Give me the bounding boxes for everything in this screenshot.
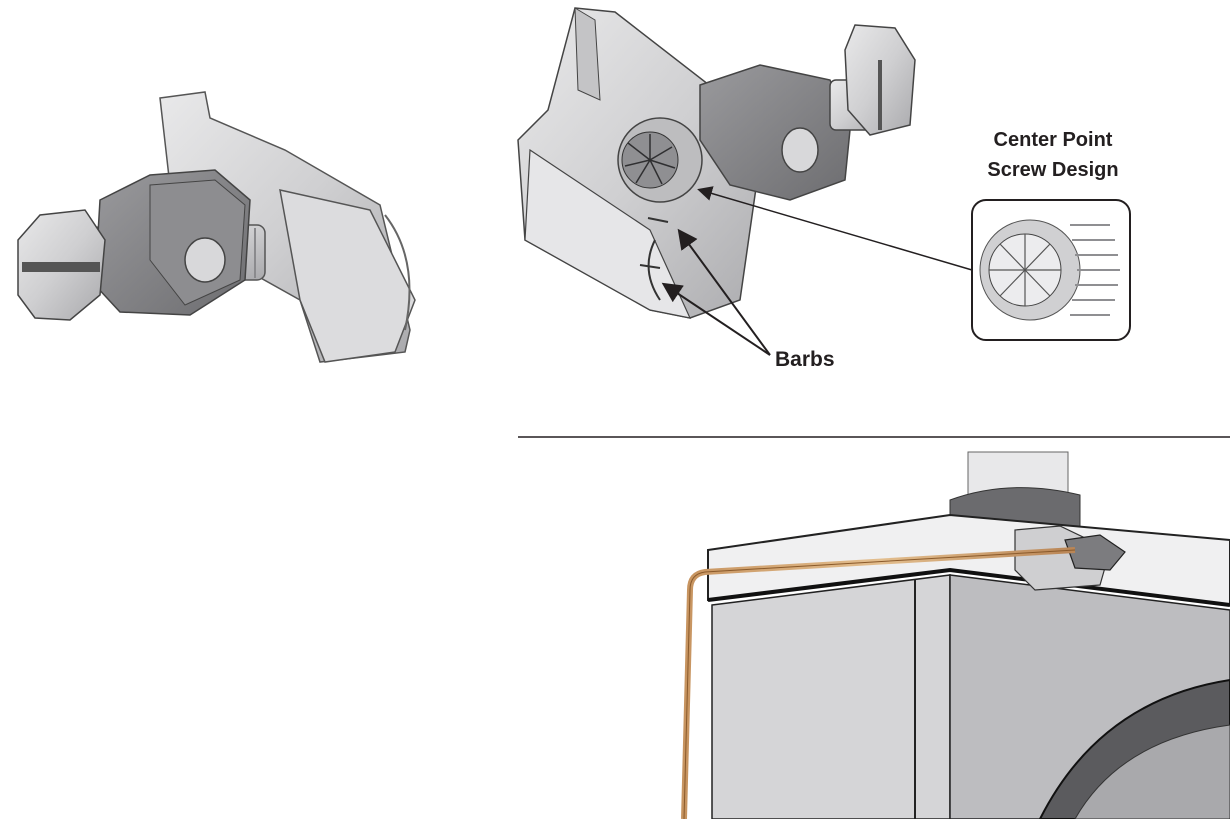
installed-enclosure-view (681, 451, 1230, 819)
clamp-cutaway-view (517, 7, 1131, 356)
center-point-screw-detail (979, 219, 1120, 321)
center-point-callout-subtitle: Screw Design (987, 159, 1119, 181)
center-point-leader-line (697, 186, 973, 271)
barbs-leader-upper (677, 228, 771, 356)
clamp-assembled-view (17, 91, 416, 363)
barbs-leader-lower (661, 282, 771, 356)
barbs-callout-label: Barbs (775, 348, 835, 371)
center-point-callout-title: Center Point (993, 129, 1113, 151)
